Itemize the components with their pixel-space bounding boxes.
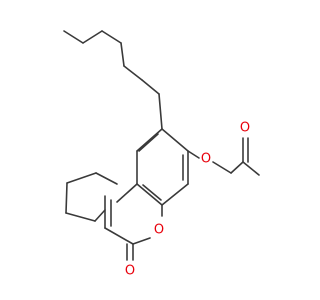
bond-co-me (242, 161, 260, 176)
bond-layer (63, 30, 260, 261)
bond-cp-2 (66, 172, 97, 184)
bond-cp-1 (95, 172, 118, 185)
bond-cp-3 (65, 182, 68, 214)
molecule-canvas: O O O O (63, 30, 260, 279)
ketone-oxygen-label: O (240, 121, 250, 136)
bond-ar-3-inner (142, 184, 162, 201)
bond-ar-ether-o (187, 150, 200, 159)
bond-ether-o-ch2 (212, 161, 232, 174)
bond-ar-1 (136, 128, 163, 152)
bond-pyr-1 (116, 183, 138, 203)
bond-ch2-co (230, 161, 244, 174)
bond-hexyl-5 (123, 65, 143, 81)
bond-ar-1-inner (138, 133, 159, 152)
bond-cp-5 (94, 209, 106, 222)
lactone-carbonyl-oxygen-label: O (125, 264, 135, 279)
bond-ar-6 (161, 128, 189, 152)
ring-oxygen-label: O (154, 223, 164, 238)
bond-ar-3 (136, 183, 163, 206)
bond-cp-4 (65, 212, 96, 222)
bond-ar-4 (161, 183, 189, 206)
bond-hexyl-1 (63, 30, 84, 44)
structure-diagram: O O O O (63, 30, 260, 279)
bond-hexyl-ring (158, 93, 163, 130)
atom-label-layer: O O O O (125, 121, 250, 279)
ether-oxygen-label: O (201, 152, 211, 167)
bond-hexyl-6 (141, 79, 160, 95)
bond-pyr-5 (132, 237, 151, 245)
bond-hexyl-2 (82, 30, 103, 44)
bond-hexyl-4 (120, 42, 125, 67)
bond-hexyl-3 (101, 30, 122, 44)
bond-pyr-4 (104, 227, 134, 245)
